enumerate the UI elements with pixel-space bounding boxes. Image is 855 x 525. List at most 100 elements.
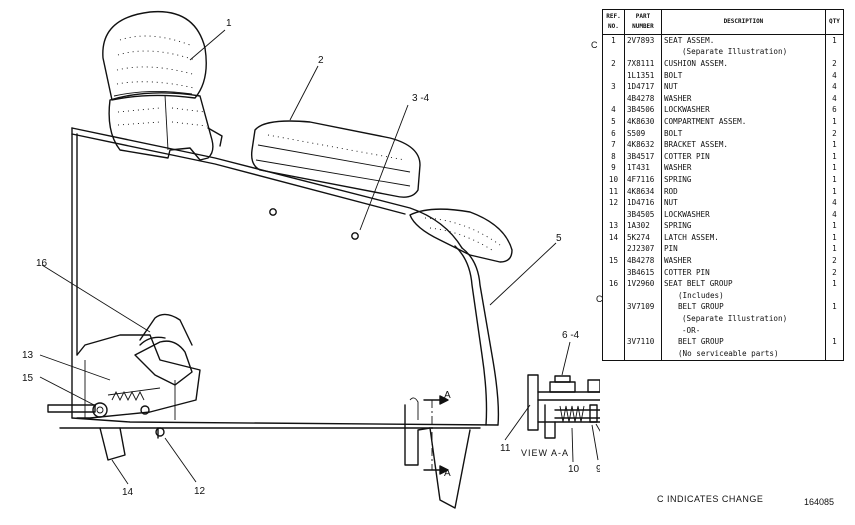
part-number-cell: 3V7109 [624, 301, 662, 314]
qty-cell: 1 [824, 336, 845, 349]
callout-5: 5 [556, 233, 562, 244]
description-cell: BOLT [663, 70, 683, 80]
part-number-cell: 3B4615 [624, 266, 662, 279]
callout-16: 16 [36, 258, 48, 269]
qty-cell: 1 [824, 162, 845, 175]
description-cell: NUT [663, 82, 678, 92]
description-cell: COTTER PIN [663, 151, 710, 161]
qty-cell: 6 [824, 104, 845, 117]
qty-cell: 1 [824, 220, 845, 233]
parts-table-row: (Separate Illustration) [602, 46, 845, 59]
part-number-cell: 1L1351 [624, 69, 662, 82]
parts-table-row: (Separate Illustration) [602, 313, 845, 325]
part-number-cell [624, 46, 662, 59]
latch-mechanism [47, 313, 201, 461]
part-number-cell: 4B4278 [624, 255, 662, 267]
qty-cell [824, 313, 845, 325]
seat-compartment-drawing: 1 2 3 -4 5 6 -4 7 8 9 10 11 12 13 14 15 … [22, 10, 600, 509]
ref-no-cell [602, 92, 625, 105]
qty-cell [824, 46, 845, 59]
parts-table-row: -OR- [602, 324, 845, 337]
part-number-cell: 4K8630 [624, 116, 662, 128]
description-cell: SEAT ASSEM. [663, 35, 715, 45]
qty-cell: 2 [824, 266, 845, 279]
description-cell: LATCH ASSEM. [663, 232, 719, 242]
part-number-cell: 3B4517 [624, 150, 662, 163]
part-number-cell: 1A302 [624, 220, 662, 233]
ref-no-cell: 2 [602, 58, 625, 70]
ref-no-cell: 5 [602, 116, 625, 128]
qty-cell: 4 [824, 92, 845, 105]
qty-cell: 1 [824, 34, 845, 47]
ref-no-cell [602, 290, 625, 302]
part-number-cell [624, 313, 662, 325]
callout-2: 2 [318, 55, 324, 66]
description-cell: PIN [663, 244, 678, 254]
ref-no-cell [602, 336, 625, 349]
ref-no-cell: 12 [602, 197, 625, 209]
section-a-bottom: A [444, 468, 451, 479]
qty-cell: 4 [824, 197, 845, 209]
description-cell: WASHER [663, 256, 692, 266]
qty-cell [824, 324, 845, 337]
part-number-cell: 5K274 [624, 232, 662, 244]
qty-cell: 1 [824, 174, 845, 186]
description-cell: LOCKWASHER [663, 209, 710, 219]
parts-table-row: (No serviceable parts) [602, 348, 845, 361]
seat-back [102, 10, 207, 101]
parts-table-header: REF. NO. PART NUMBER DESCRIPTION QTY [602, 9, 845, 35]
part-number-cell: 1D4717 [624, 81, 662, 93]
qty-cell: 4 [824, 69, 845, 82]
illustration-number: 164085 [804, 497, 835, 507]
callout-14: 14 [122, 487, 134, 498]
ref-no-cell [602, 348, 625, 361]
ref-no-cell: 4 [602, 104, 625, 117]
description-cell: BELT GROUP [677, 302, 724, 312]
ref-no-cell [602, 69, 625, 82]
qty-cell: 2 [824, 127, 845, 140]
ref-no-cell: 6 [602, 127, 625, 140]
change-mark-row-1: C [591, 40, 598, 50]
part-number-cell: 4B4278 [624, 92, 662, 105]
qty-cell: 1 [824, 139, 845, 151]
description-cell: SPRING [663, 221, 692, 231]
ref-no-cell [602, 324, 625, 337]
armrest-cushion [250, 120, 421, 198]
ref-no-cell [602, 301, 625, 314]
ref-no-cell: 11 [602, 185, 625, 198]
leader-lines [39, 29, 600, 485]
description-cell: WASHER [663, 93, 692, 103]
callout-12: 12 [194, 486, 206, 497]
description-cell: (Includes) [677, 290, 724, 300]
ref-no-cell: 3 [602, 81, 625, 93]
description-cell: BRACKET ASSEM. [663, 140, 728, 150]
qty-cell: 1 [824, 116, 845, 128]
description-cell: COMPARTMENT ASSEM. [663, 116, 747, 126]
seat-cushion [409, 208, 513, 263]
qty-cell: 4 [824, 81, 845, 93]
part-number-cell: 1D4716 [624, 197, 662, 209]
description-cell: BOLT [663, 128, 683, 138]
description-cell: ROD [663, 186, 678, 196]
change-indicator-note: C INDICATES CHANGE [657, 494, 764, 504]
qty-cell: 1 [824, 232, 845, 244]
description-cell: NUT [663, 198, 678, 208]
qty-cell [824, 290, 845, 302]
ref-no-cell: 14 [602, 232, 625, 244]
qty-cell: 1 [824, 150, 845, 163]
qty-cell: 1 [824, 243, 845, 256]
ref-no-cell [602, 313, 625, 325]
